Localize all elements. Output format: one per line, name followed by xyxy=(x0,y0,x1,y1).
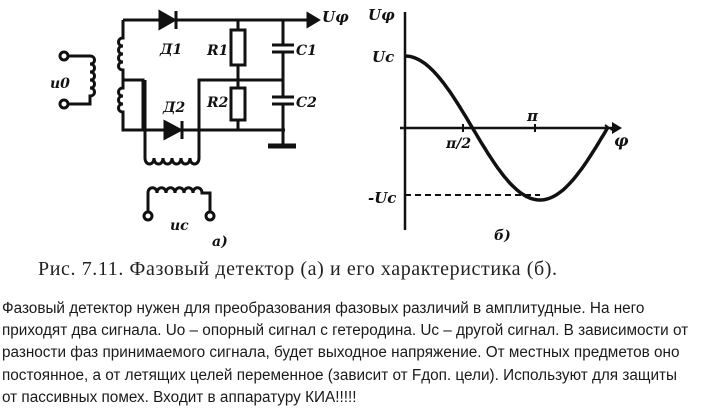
resistor-r2 xyxy=(229,86,247,122)
label-phi: φ xyxy=(614,131,629,150)
u0-winding xyxy=(68,54,96,106)
body-paragraph: Фазовый детектор нужен для преобразовани… xyxy=(2,298,720,409)
label-u-out: Uφ xyxy=(322,8,349,26)
u0-terminal xyxy=(58,50,70,62)
label-c2: C2 xyxy=(296,95,317,111)
x-axis-arrow-icon xyxy=(612,122,622,134)
characteristic-plot xyxy=(400,12,622,230)
uc-terminal xyxy=(142,210,154,222)
coupling-winding xyxy=(143,78,283,166)
characteristic-curve xyxy=(404,54,610,202)
u0-terminal xyxy=(58,98,70,110)
label-u0: u0 xyxy=(50,76,70,92)
label-uc-max: Uc xyxy=(372,48,394,66)
uc-winding xyxy=(146,186,212,212)
label-d1: Д1 xyxy=(159,42,182,58)
label-y-axis: Uφ xyxy=(368,6,395,24)
label-pi: π xyxy=(526,107,539,125)
figure: Uφ Д1 Д2 R1 R2 C1 C2 u0 uc а) Uφ Uc -Uc … xyxy=(50,6,629,250)
circuit-diagram xyxy=(58,9,321,222)
label-r1: R1 xyxy=(206,43,228,59)
figure-caption: Рис. 7.11. Фазовый детектор (а) и его ха… xyxy=(38,258,558,280)
uc-terminal xyxy=(204,210,216,222)
label-r2: R2 xyxy=(206,95,229,111)
x-ticks xyxy=(462,124,536,132)
panel-label-a: а) xyxy=(212,234,228,250)
left-winding xyxy=(117,20,285,132)
label-d2: Д2 xyxy=(162,100,185,116)
panel-label-b: б) xyxy=(494,228,511,244)
body-line: Фазовый детектор нужен для преобразовани… xyxy=(2,300,645,317)
label-half-pi: π/2 xyxy=(445,136,471,152)
label-c1: C1 xyxy=(296,43,317,59)
body-line: разности фаз принимаемого сигнала, будет… xyxy=(2,344,680,362)
body-line: постоянное, а от летящих целей переменно… xyxy=(2,366,677,384)
label-uc: uc xyxy=(170,218,189,234)
body-line: приходят два сигнала. Uo – опорный сигна… xyxy=(2,322,689,340)
diode-d1 xyxy=(158,9,178,31)
resistor-r1 xyxy=(229,28,247,67)
label-uc-min: -Uc xyxy=(368,189,396,207)
body-line: от пассивных помех. Входит в аппаратуру … xyxy=(2,388,357,406)
output-arrow-icon xyxy=(306,11,321,29)
capacitors xyxy=(272,20,294,146)
diode-d2 xyxy=(163,119,184,141)
